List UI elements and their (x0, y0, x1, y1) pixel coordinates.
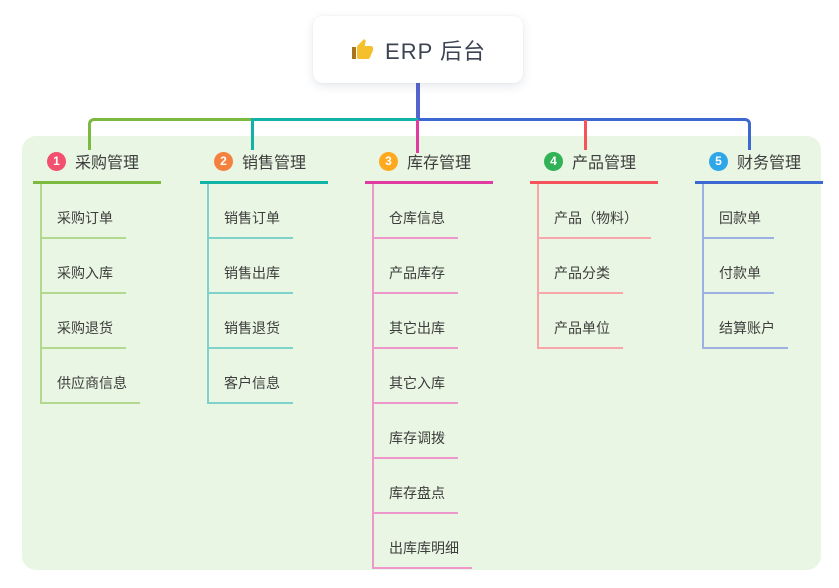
badge-number-4: 4 (544, 151, 563, 171)
inventory-drop-line (416, 120, 419, 153)
branch-header-inventory[interactable]: 3 库存管理 (365, 146, 493, 184)
child-node[interactable]: 出库库明细 (374, 514, 472, 569)
branches-background-panel (22, 136, 821, 570)
badge-number-5: 5 (709, 151, 728, 171)
root-node-label: ERP 后台 (385, 38, 486, 64)
branch-children: 产品（物料） 产品分类 产品单位 (537, 184, 651, 349)
badge-number-1: 1 (47, 151, 66, 171)
branch-header-product[interactable]: 4 产品管理 (530, 146, 658, 184)
child-node[interactable]: 回款单 (704, 184, 774, 239)
branch-children: 采购订单 采购入库 采购退货 供应商信息 (40, 184, 140, 404)
child-node[interactable]: 客户信息 (209, 349, 293, 404)
thumbs-up-icon (350, 38, 374, 62)
branch-product-management: 4 产品管理 产品（物料） 产品分类 产品单位 (522, 146, 687, 349)
bus-segment-green (88, 118, 254, 150)
branch-children: 仓库信息 产品库存 其它出库 其它入库 库存调拨 库存盘点 出库库明细 (372, 184, 472, 569)
branch-finance-management: 5 财务管理 回款单 付款单 结算账户 (687, 146, 839, 349)
root-node-erp-backend[interactable]: ERP 后台 (313, 16, 523, 83)
child-node[interactable]: 采购入库 (42, 239, 126, 294)
branch-label: 库存管理 (407, 155, 472, 172)
child-node[interactable]: 其它出库 (374, 294, 458, 349)
product-drop-line (584, 120, 587, 150)
child-node[interactable]: 产品单位 (539, 294, 623, 349)
branch-header-sales[interactable]: 2 销售管理 (200, 146, 328, 184)
bus-segment-teal (251, 118, 418, 121)
branch-inventory-management: 3 库存管理 仓库信息 产品库存 其它出库 其它入库 库存调拨 库存盘点 出库库… (357, 146, 522, 569)
child-node[interactable]: 销售退货 (209, 294, 293, 349)
badge-number-2: 2 (214, 151, 233, 171)
child-node[interactable]: 付款单 (704, 239, 774, 294)
branch-sales-management: 2 销售管理 销售订单 销售出库 销售退货 客户信息 (192, 146, 357, 404)
child-node[interactable]: 供应商信息 (42, 349, 140, 404)
child-node[interactable]: 销售订单 (209, 184, 293, 239)
branch-header-finance[interactable]: 5 财务管理 (695, 146, 823, 184)
branch-label: 采购管理 (75, 155, 140, 172)
badge-number-3: 3 (379, 151, 398, 171)
branch-purchase-management: 1 采购管理 采购订单 采购入库 采购退货 供应商信息 (25, 146, 190, 404)
child-node[interactable]: 采购退货 (42, 294, 126, 349)
child-node[interactable]: 产品库存 (374, 239, 458, 294)
child-node[interactable]: 销售出库 (209, 239, 293, 294)
branch-children: 销售订单 销售出库 销售退货 客户信息 (207, 184, 293, 404)
branch-children: 回款单 付款单 结算账户 (702, 184, 788, 349)
branch-label: 产品管理 (572, 155, 637, 172)
bus-segment-blue (418, 118, 751, 150)
child-node[interactable]: 库存调拨 (374, 404, 458, 459)
child-node[interactable]: 库存盘点 (374, 459, 458, 514)
child-node[interactable]: 其它入库 (374, 349, 458, 404)
branch-label: 财务管理 (737, 155, 802, 172)
child-node[interactable]: 采购订单 (42, 184, 126, 239)
sales-drop-line (251, 119, 254, 150)
branch-header-purchase[interactable]: 1 采购管理 (33, 146, 161, 184)
child-node[interactable]: 仓库信息 (374, 184, 458, 239)
branch-label: 销售管理 (242, 155, 307, 172)
child-node[interactable]: 产品（物料） (539, 184, 651, 239)
child-node[interactable]: 结算账户 (704, 294, 788, 349)
root-stem-line (416, 83, 420, 120)
child-node[interactable]: 产品分类 (539, 239, 623, 294)
